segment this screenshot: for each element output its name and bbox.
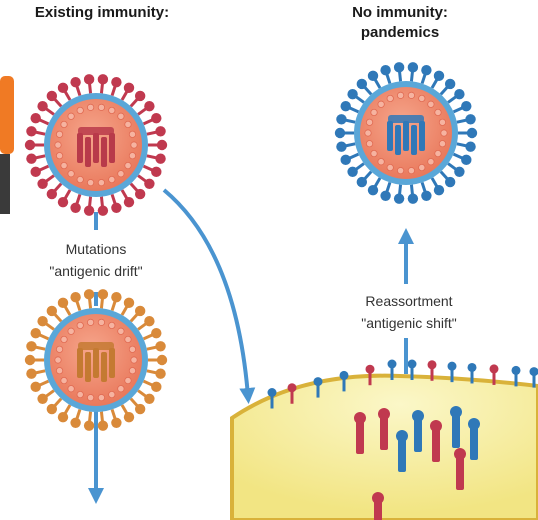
antigenic-shift-label: "antigenic shift": [334, 312, 484, 334]
virus-icon: [24, 74, 168, 216]
internal-viral-proteins: [354, 406, 480, 520]
antigenic-drift-label: "antigenic drift": [28, 260, 164, 282]
arrow-icon: [162, 188, 256, 404]
virus-icon: [24, 289, 168, 431]
host-cell-icon: [230, 359, 538, 520]
virus-icon: [334, 62, 478, 204]
existing-immunity-heading: Existing immunity:: [34, 4, 170, 21]
pandemics-heading: pandemics: [360, 24, 440, 41]
person-icon: [0, 76, 14, 214]
mutations-label: Mutations: [40, 238, 152, 260]
no-immunity-heading: No immunity:: [352, 4, 448, 21]
reassortment-label: Reassortment: [340, 290, 478, 312]
cell-surface-spikes: [267, 359, 538, 409]
